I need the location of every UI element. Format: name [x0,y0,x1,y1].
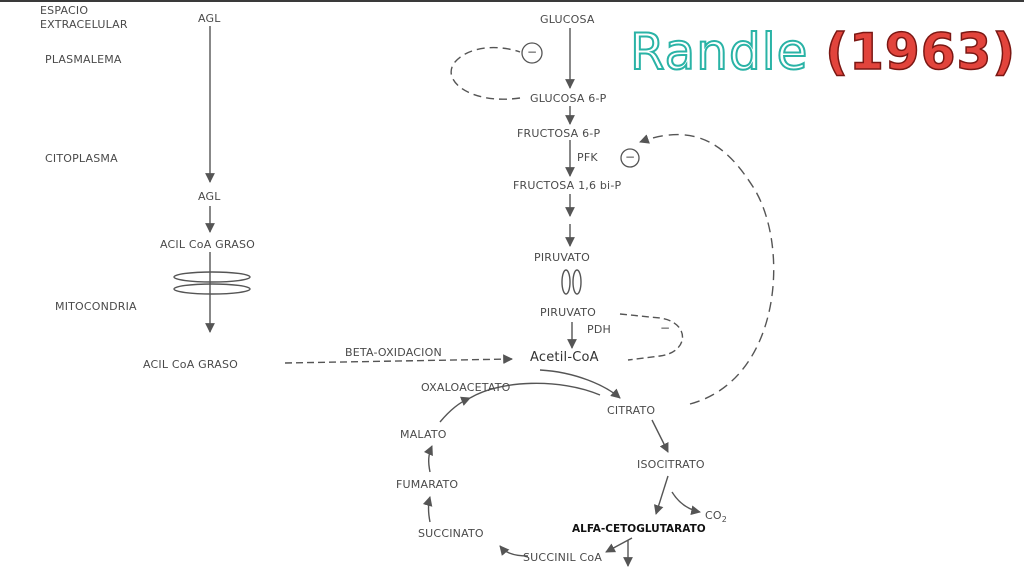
label-acil-coa-2: ACIL CoA GRASO [143,358,239,371]
pyruvate-carrier-2 [572,269,582,295]
label-pdh: PDH [587,323,611,336]
label-succinato: SUCCINATO [418,527,484,540]
inhibition-loop-pdh [619,313,684,361]
label-espacio: ESPACIO [40,4,89,17]
arrow-beta-oxidation [284,354,513,365]
label-isocitrato: ISOCITRATO [637,458,705,471]
arrow-succinil-succinato [499,545,529,557]
label-acetil-coa: Acetil-CoA [530,350,599,365]
arrow-isocitrato-alfa [653,475,669,515]
label-fumarato: FUMARATO [396,478,459,491]
label-agl-top: AGL [198,12,221,25]
arrow-co2-release [671,491,701,516]
minus-sign-1: − [527,45,538,59]
label-glucosa: GLUCOSA [540,13,595,26]
inhibition-circle-2 [620,148,640,168]
minus-sign-2: − [625,150,636,164]
cycle-oxalo-to-citrato [469,382,601,399]
label-mitocondria: MITOCONDRIA [55,300,137,313]
label-citoplasma: CITOPLASMA [45,152,118,165]
co2-subscript: 2 [721,515,728,525]
inhibition-loop-citrate [639,133,775,405]
arrow-succinato-fumarato [422,496,433,523]
label-co2: CO2 [705,509,727,524]
label-agl-mid: AGL [198,190,221,203]
pyruvate-carrier-1 [561,269,571,295]
label-piruvato-2: PIRUVATO [540,306,597,319]
slide-title: Randle (1963) [629,22,1017,82]
transporter-oval-1 [173,271,251,283]
label-citrato: CITRATO [607,404,656,417]
minus-sign-3: − [660,321,671,335]
label-fructosa-6p: FRUCTOSA 6-P [517,127,601,140]
label-pfk: PFK [577,151,598,164]
inhibition-circle-1 [521,42,543,64]
top-border [0,0,1024,2]
label-fructosa-16bp: FRUCTOSA 1,6 bi-P [513,179,622,192]
label-extracelular: EXTRACELULAR [40,18,128,31]
co2-text: CO [705,509,722,522]
arrow-acetil-citrato [539,369,621,399]
label-succinil-coa: SUCCINIL CoA [523,551,603,564]
arrow-fumarato-malato [423,445,433,473]
title-year: (1963) [825,22,1017,82]
label-plasmalema: PLASMALEMA [45,53,122,66]
inhibition-loop-g6p [450,46,521,100]
title-main: Randle [629,22,826,82]
label-acil-coa-1: ACIL CoA GRASO [160,238,256,251]
arrow-citrato-isocitrato [651,419,669,453]
label-glucosa-6p: GLUCOSA 6-P [530,92,607,105]
label-piruvato-1: PIRUVATO [534,251,591,264]
label-oxaloacetato: OXALOACETATO [421,381,511,394]
label-beta-oxidacion: BETA-OXIDACION [345,346,442,359]
label-malato: MALATO [400,428,447,441]
label-alfa-cetoglutarato: ALFA-CETOGLUTARATO [572,523,706,535]
transporter-oval-2 [173,283,251,295]
arrow-malato-oxalo [439,396,471,423]
